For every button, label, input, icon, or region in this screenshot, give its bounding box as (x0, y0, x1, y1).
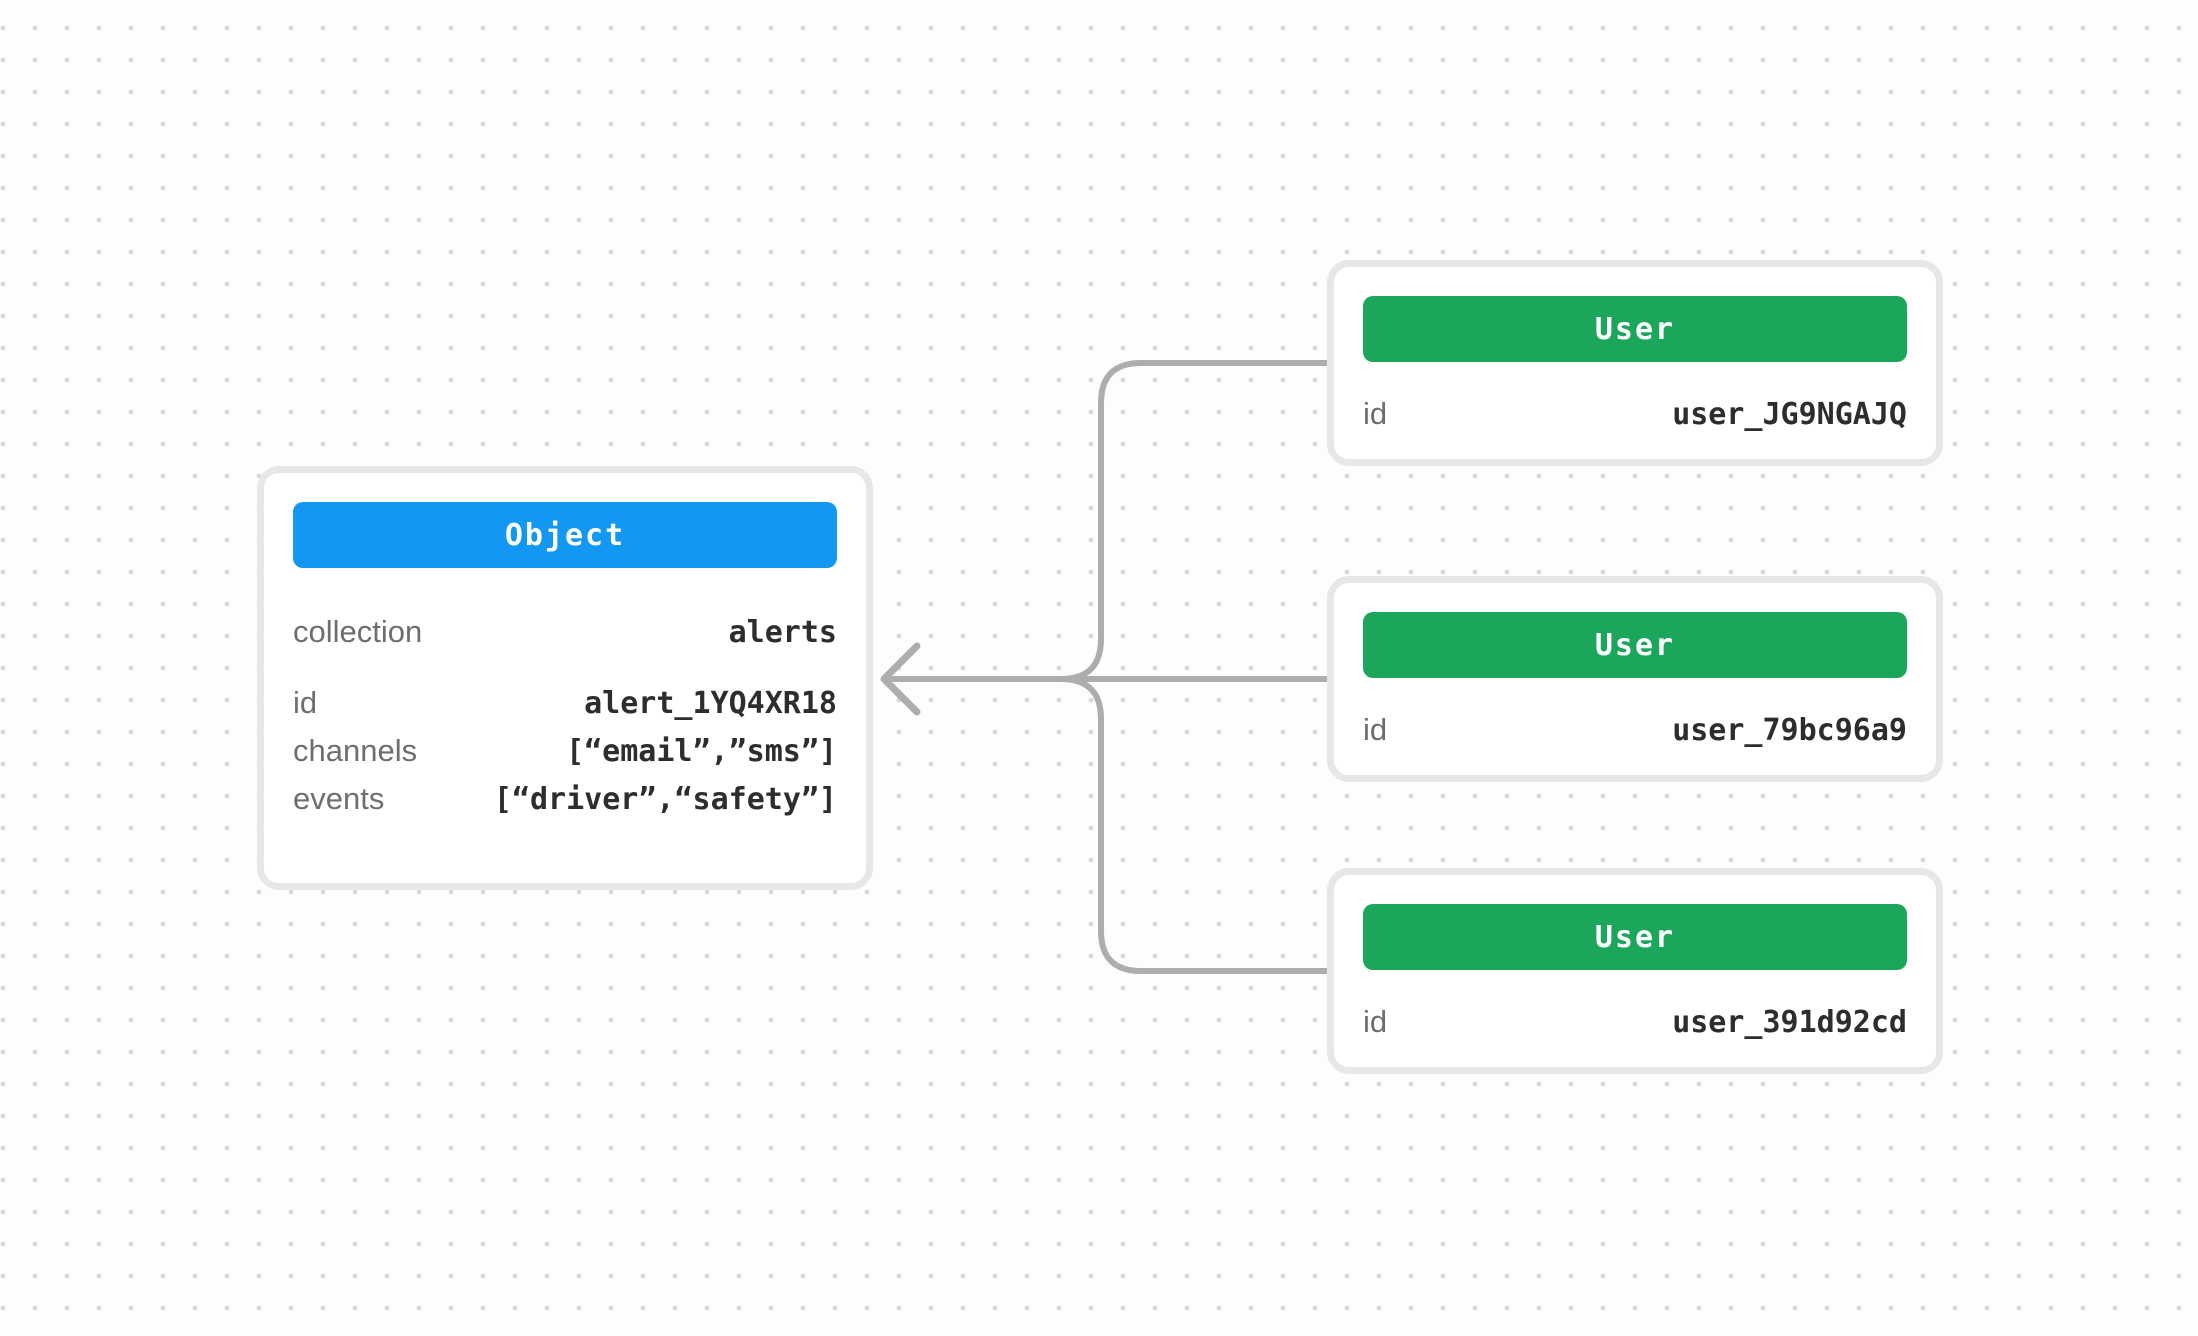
user-card-1[interactable]: User id user_JG9NGAJQ (1327, 260, 1943, 466)
arrow-left-icon (880, 642, 921, 716)
field-value: [“driver”,“safety”] (493, 782, 837, 817)
object-card[interactable]: Object collection alerts id alert_1YQ4XR… (257, 466, 873, 890)
field-row-id: id user_JG9NGAJQ (1363, 390, 1907, 438)
user-card-header: User (1363, 612, 1907, 678)
field-label: collection (293, 614, 423, 649)
field-value: user_79bc96a9 (1672, 713, 1907, 748)
connector-branch-top (1058, 360, 1330, 682)
user-card-title: User (1594, 919, 1676, 955)
user-card-3[interactable]: User id user_391d92cd (1327, 868, 1943, 1074)
field-value: user_391d92cd (1672, 1005, 1907, 1040)
user-card-title: User (1594, 311, 1676, 347)
field-row-id: id user_391d92cd (1363, 998, 1907, 1046)
field-value: alert_1YQ4XR18 (584, 686, 837, 721)
field-label: channels (293, 733, 418, 768)
object-card-header: Object (293, 502, 837, 568)
field-label: id (293, 685, 318, 720)
field-row-id: id alert_1YQ4XR18 (293, 679, 837, 727)
field-value: [“email”,”sms”] (566, 734, 837, 769)
field-label: id (1363, 396, 1388, 431)
field-row-id: id user_79bc96a9 (1363, 706, 1907, 754)
field-label: id (1363, 712, 1388, 747)
field-row-collection: collection alerts (293, 608, 837, 656)
connector-branch-bottom (1058, 676, 1330, 974)
user-card-header: User (1363, 296, 1907, 362)
user-card-2[interactable]: User id user_79bc96a9 (1327, 576, 1943, 782)
field-label: events (293, 781, 385, 816)
user-card-header: User (1363, 904, 1907, 970)
field-row-channels: channels [“email”,”sms”] (293, 727, 837, 775)
field-value: user_JG9NGAJQ (1672, 397, 1907, 432)
user-card-title: User (1594, 627, 1676, 663)
field-row-events: events [“driver”,“safety”] (293, 775, 837, 823)
field-value: alerts (728, 615, 837, 650)
field-label: id (1363, 1004, 1388, 1039)
object-card-title: Object (504, 517, 626, 553)
